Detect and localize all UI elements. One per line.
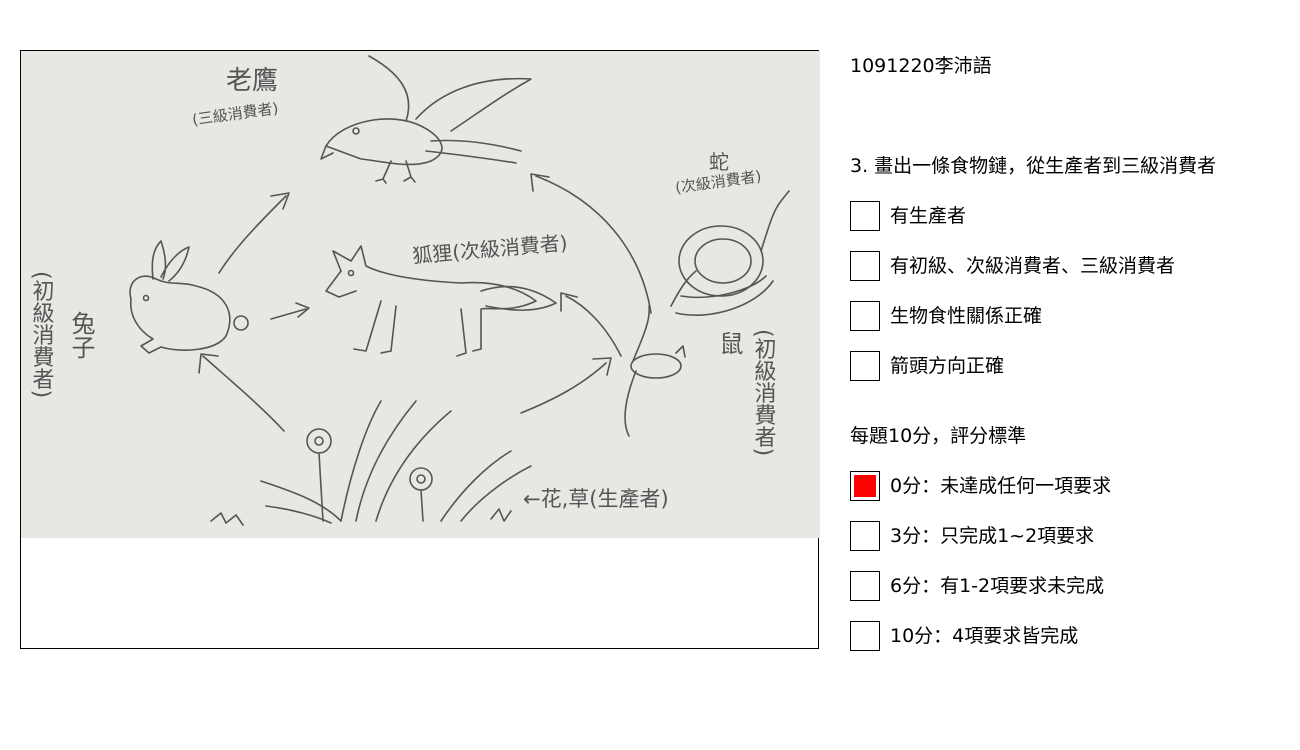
score-option-0[interactable]: 0分：未達成任何一項要求 bbox=[850, 471, 1111, 501]
producer-sketch bbox=[210, 400, 532, 526]
requirement-row-feeding[interactable]: 生物食性關係正確 bbox=[850, 301, 1042, 331]
requirement-label: 有初級、次級消費者、三級消費者 bbox=[890, 255, 1176, 277]
eagle-label: 老鷹 bbox=[226, 66, 278, 96]
requirement-label: 生物食性關係正確 bbox=[890, 305, 1043, 327]
requirement-row-consumers[interactable]: 有初級、次級消費者、三級消費者 bbox=[850, 251, 1175, 281]
snake-label: 蛇 bbox=[709, 150, 729, 174]
score-checkbox[interactable] bbox=[850, 571, 880, 601]
snake-sketch bbox=[675, 190, 790, 316]
requirement-label: 箭頭方向正確 bbox=[890, 355, 1005, 377]
grading-panel: 1091220李沛語 3. 畫出一條食物鏈，從生產者到三級消費者 有生產者 有初… bbox=[850, 0, 1290, 750]
requirement-row-arrows[interactable]: 箭頭方向正確 bbox=[850, 351, 1004, 381]
requirement-row-producer[interactable]: 有生產者 bbox=[850, 201, 966, 231]
student-name: 1091220李沛語 bbox=[850, 55, 992, 77]
question-title: 3. 畫出一條食物鏈，從生產者到三級消費者 bbox=[850, 155, 1217, 177]
score-label: 10分：4項要求皆完成 bbox=[890, 625, 1079, 647]
score-label: 6分：有1-2項要求未完成 bbox=[890, 575, 1105, 597]
requirement-checkbox[interactable] bbox=[850, 251, 880, 281]
score-checkbox[interactable] bbox=[850, 621, 880, 651]
fox-sketch bbox=[325, 245, 557, 357]
mouse-sketch bbox=[624, 305, 686, 437]
producer-label: ←花,草(生產者) bbox=[523, 487, 669, 511]
requirement-label: 有生產者 bbox=[890, 205, 967, 227]
eagle-sketch bbox=[320, 55, 532, 184]
score-option-6[interactable]: 6分：有1-2項要求未完成 bbox=[850, 571, 1104, 601]
score-option-10[interactable]: 10分：4項要求皆完成 bbox=[850, 621, 1078, 651]
score-label: 0分：未達成任何一項要求 bbox=[890, 475, 1112, 497]
mouse-role-label: (初級消費者) bbox=[751, 329, 777, 456]
requirement-checkbox[interactable] bbox=[850, 201, 880, 231]
food-chain-drawing: 老鷹 (三級消費者) 蛇 (次級消費者) 狐狸(次級消費者) 兔子 (初級消費者… bbox=[21, 51, 820, 538]
food-chain-arrows bbox=[198, 173, 697, 432]
score-option-3[interactable]: 3分：只完成1~2項要求 bbox=[850, 521, 1094, 551]
answer-image-frame: 老鷹 (三級消費者) 蛇 (次級消費者) 狐狸(次級消費者) 兔子 (初級消費者… bbox=[20, 50, 820, 649]
rabbit-sketch bbox=[129, 240, 249, 354]
score-checkbox[interactable] bbox=[850, 471, 880, 501]
fox-label: 狐狸(次級消費者) bbox=[411, 231, 568, 268]
rabbit-role-label: (初級消費者) bbox=[29, 271, 55, 398]
eagle-role-label: (三級消費者) bbox=[191, 99, 279, 129]
requirement-checkbox[interactable] bbox=[850, 301, 880, 331]
scoring-title: 每題10分，評分標準 bbox=[850, 425, 1027, 447]
score-checkbox[interactable] bbox=[850, 521, 880, 551]
score-label: 3分：只完成1~2項要求 bbox=[890, 525, 1095, 547]
rabbit-label: 兔子 bbox=[67, 311, 95, 359]
requirement-checkbox[interactable] bbox=[850, 351, 880, 381]
mouse-label: 鼠 bbox=[715, 331, 743, 355]
food-chain-sketch: 老鷹 (三級消費者) 蛇 (次級消費者) 狐狸(次級消費者) 兔子 (初級消費者… bbox=[29, 55, 790, 526]
